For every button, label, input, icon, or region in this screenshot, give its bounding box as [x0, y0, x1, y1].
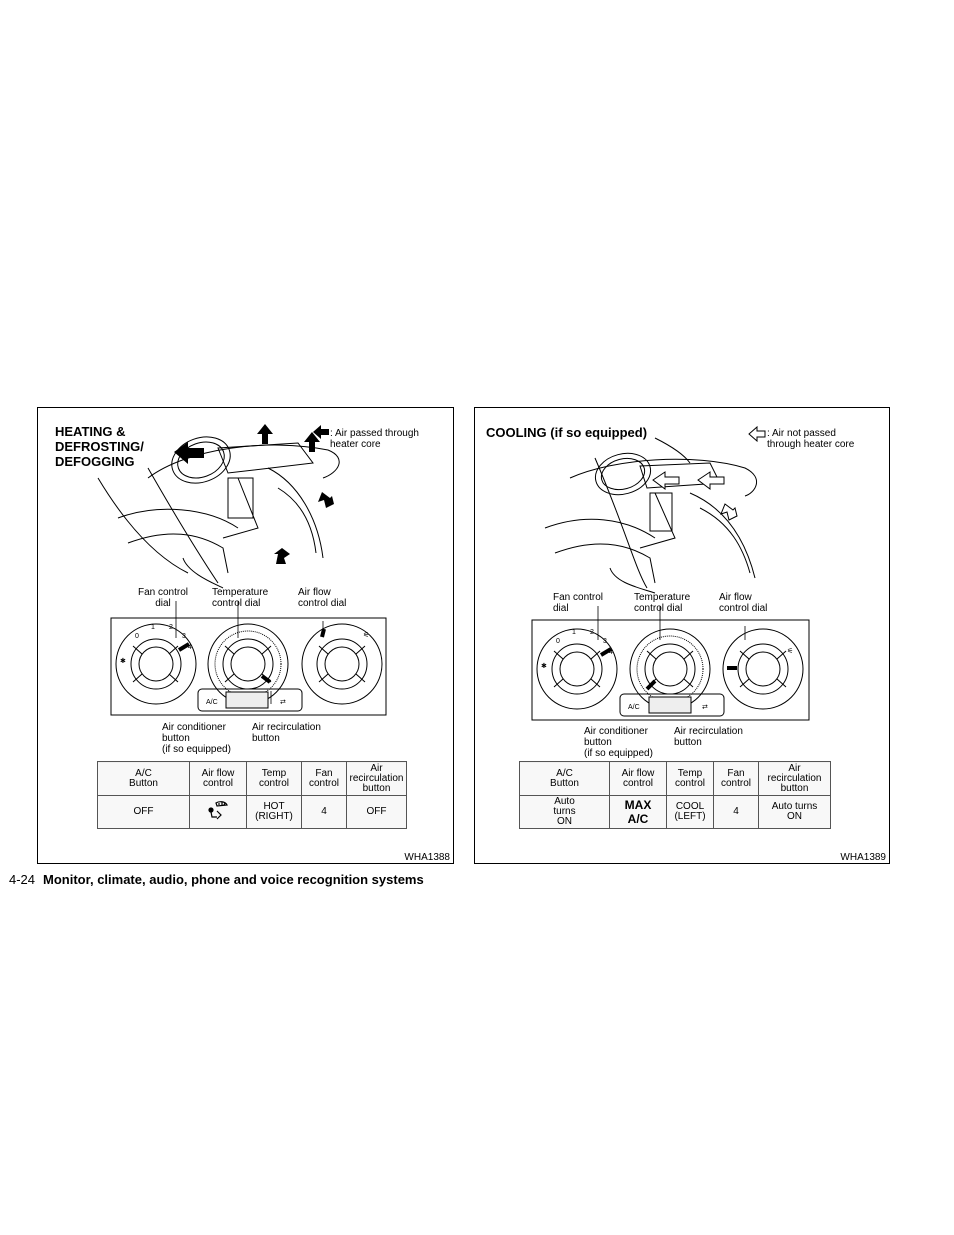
fan-control-label: Fan control dial	[553, 592, 604, 614]
table-cell: OFF	[97, 795, 190, 829]
svg-text:⇄: ⇄	[702, 704, 708, 711]
fan-dial-number: 1	[151, 624, 155, 631]
hollow-arrow-icon	[748, 426, 766, 442]
table-header: Air recirculation button	[758, 761, 831, 796]
page-number: 4-24	[9, 872, 36, 887]
fan-control-label: Fan control dial	[137, 587, 189, 609]
cooling-figure: COOLING (if so equipped) : Air not passe…	[474, 407, 890, 864]
svg-text:⚟: ⚟	[363, 632, 369, 639]
recirculation-button-label: Air recirculation button	[674, 726, 743, 748]
dashboard-illustration: ✱ A/C ⇄ ⚟	[97, 424, 387, 716]
page-footer: 4-24 Monitor, climate, audio, phone and v…	[9, 872, 424, 887]
fan-dial-number: 2	[590, 629, 594, 636]
temperature-control-label: Temperature control dial	[212, 587, 269, 609]
figure-title: HEATING & DEFROSTING/ DEFOGGING	[55, 424, 144, 469]
table-cell	[189, 795, 247, 829]
svg-text:⇄: ⇄	[280, 699, 286, 706]
fan-dial-number: 1	[572, 629, 576, 636]
table-cell: COOL (LEFT)	[666, 795, 714, 829]
defrost-floor-mode-icon	[208, 800, 228, 819]
heating-figure: HEATING & DEFROSTING/ DEFOGGING : Air pa…	[37, 407, 454, 864]
table-cell: MAX A/C	[609, 795, 667, 829]
svg-text:A/C: A/C	[206, 699, 218, 706]
figure-code: WHA1388	[404, 852, 450, 863]
fan-dial-number: 2	[169, 624, 173, 631]
table-header: Temp control	[246, 761, 302, 796]
figure-code: WHA1389	[840, 852, 886, 863]
table-cell: 4	[713, 795, 759, 829]
table-header: A/C Button	[97, 761, 190, 796]
figure-title: COOLING (if so equipped)	[486, 425, 648, 440]
settings-table: A/C Button Air flow control Temp control…	[519, 761, 831, 829]
table-header: Fan control	[713, 761, 759, 796]
dashboard-illustration: ✱ A/C ⇄ ⚟	[531, 437, 810, 721]
fan-dial-number: 4	[188, 644, 192, 651]
table-cell: Auto turns ON	[758, 795, 831, 829]
legend-text: : Air not passed through heater core	[767, 428, 855, 450]
fan-dial-number: 3	[182, 633, 186, 640]
svg-text:✱: ✱	[541, 662, 547, 670]
svg-text:⚟: ⚟	[787, 648, 793, 655]
settings-table: A/C Button Air flow control Temp control…	[97, 761, 407, 829]
airflow-control-label: Air flow control dial	[298, 587, 347, 609]
svg-text:✱: ✱	[120, 657, 126, 665]
table-cell: 4	[301, 795, 347, 829]
fan-dial-number: 0	[556, 638, 560, 645]
section-title: Monitor, climate, audio, phone and voice…	[43, 872, 424, 887]
fan-dial-number: 0	[135, 633, 139, 640]
fan-dial-number: 3	[603, 638, 607, 645]
fan-dial-number: 4	[609, 649, 613, 656]
table-cell: Auto turns ON	[519, 795, 610, 829]
ac-button-label: Air conditioner button (if so equipped)	[162, 722, 231, 755]
airflow-control-label: Air flow control dial	[719, 592, 768, 614]
table-cell: HOT (RIGHT)	[246, 795, 302, 829]
table-header: Air flow control	[609, 761, 667, 796]
solid-arrow-icon	[313, 425, 329, 439]
table-header: Air recirculation button	[346, 761, 407, 796]
table-header: A/C Button	[519, 761, 610, 796]
ac-button-label: Air conditioner button (if so equipped)	[584, 726, 653, 759]
legend-text: : Air passed through heater core	[330, 428, 419, 450]
recirculation-button-label: Air recirculation button	[252, 722, 321, 744]
table-cell: OFF	[346, 795, 407, 829]
table-header: Temp control	[666, 761, 714, 796]
table-header: Fan control	[301, 761, 347, 796]
svg-text:A/C: A/C	[628, 704, 640, 711]
table-header: Air flow control	[189, 761, 247, 796]
temperature-control-label: Temperature control dial	[634, 592, 691, 614]
